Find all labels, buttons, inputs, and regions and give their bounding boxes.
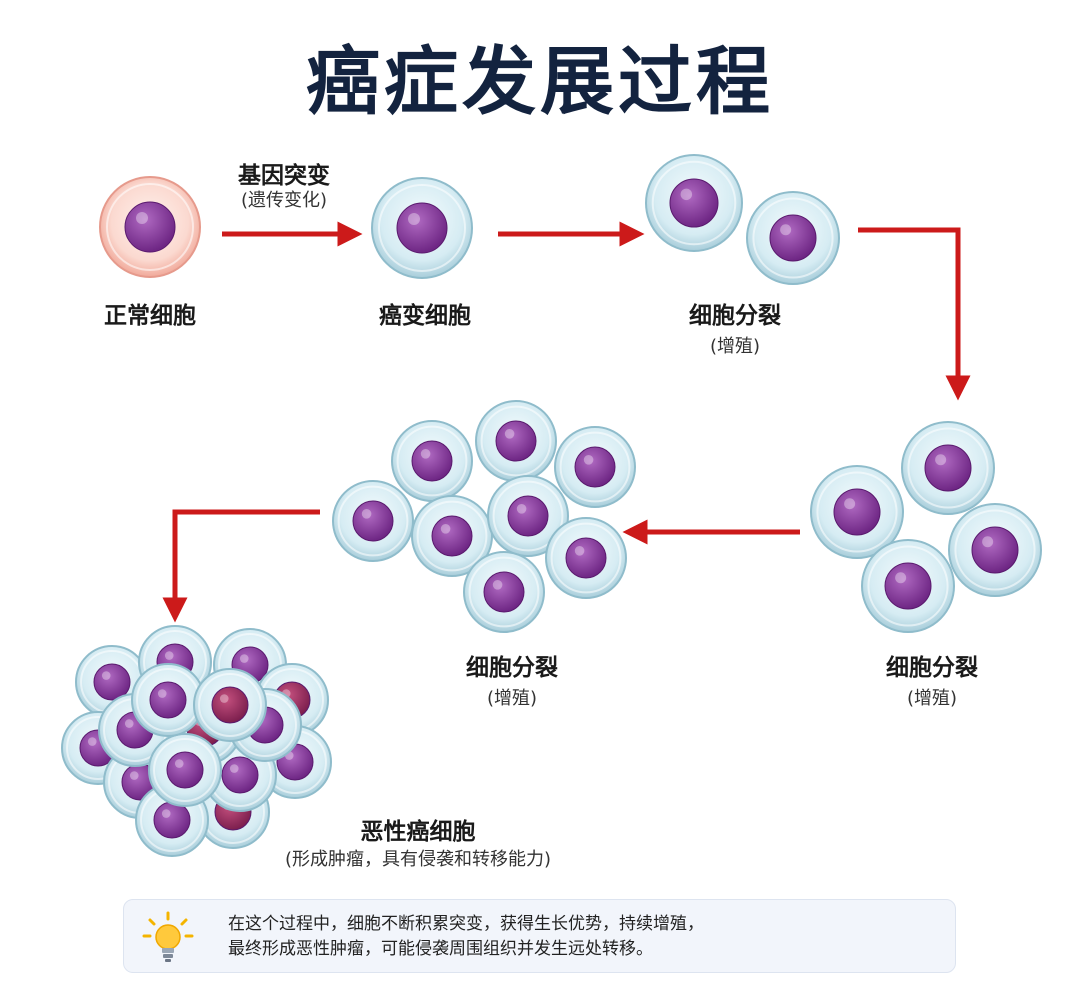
division-3-cell-4	[332, 480, 414, 562]
note-line-2: 最终形成恶性肿瘤，可能侵袭周围组织并发生远处转移。	[228, 939, 653, 959]
division-3-cell-7	[545, 517, 627, 599]
lightbulb-icon	[142, 911, 194, 962]
division-2-cell-2	[810, 465, 904, 559]
stage-cancerous-label: 癌变细胞	[379, 303, 471, 329]
malignant-cell-16	[193, 668, 267, 742]
stage-normal-label: 正常细胞	[104, 303, 196, 329]
division-2-cell-3	[948, 503, 1042, 597]
arrow-to-division-2	[858, 227, 971, 401]
division-1-cell-2	[746, 191, 840, 285]
page-title: 癌症发展过程	[306, 39, 774, 125]
division-3-cell-5	[411, 495, 493, 577]
summary-note: 在这个过程中，细胞不断积累突变，获得生长优势，持续增殖， 最终形成恶性肿瘤，可能…	[123, 899, 956, 973]
stage-malignant-sublabel: (形成肿瘤，具有侵袭和转移能力)	[284, 849, 552, 870]
division-2-cell-4	[861, 539, 955, 633]
division-2-cell-1	[901, 421, 995, 515]
stage-division-3-label: 细胞分裂	[466, 655, 558, 681]
stage-division-1-label: 细胞分裂	[689, 303, 781, 329]
division-3-cell-6	[487, 475, 569, 557]
normal-cell	[99, 176, 201, 278]
division-3-cell-3	[554, 426, 636, 508]
mutation-sublabel: (遗传变化)	[240, 190, 328, 211]
division-3-cell-8	[463, 551, 545, 633]
cancerous-cell	[371, 177, 473, 279]
malignant-cell-14	[148, 733, 222, 807]
note-line-1: 在这个过程中，细胞不断积累突变，获得生长优势，持续增殖，	[228, 914, 704, 934]
division-1-cell-1	[645, 154, 743, 252]
stage-division-1-sublabel: (增殖)	[709, 336, 761, 357]
malignant-cell-15	[131, 663, 205, 737]
division-3-cell-1	[391, 420, 473, 502]
stage-malignant-label: 恶性癌细胞	[360, 819, 476, 845]
stage-division-2-sublabel: (增殖)	[906, 688, 958, 709]
mutation-label: 基因突变	[238, 163, 330, 189]
stage-division-2-label: 细胞分裂	[886, 655, 978, 681]
stage-division-3-sublabel: (增殖)	[486, 688, 538, 709]
arrow-to-malignant	[162, 509, 320, 623]
division-3-cell-2	[475, 400, 557, 482]
